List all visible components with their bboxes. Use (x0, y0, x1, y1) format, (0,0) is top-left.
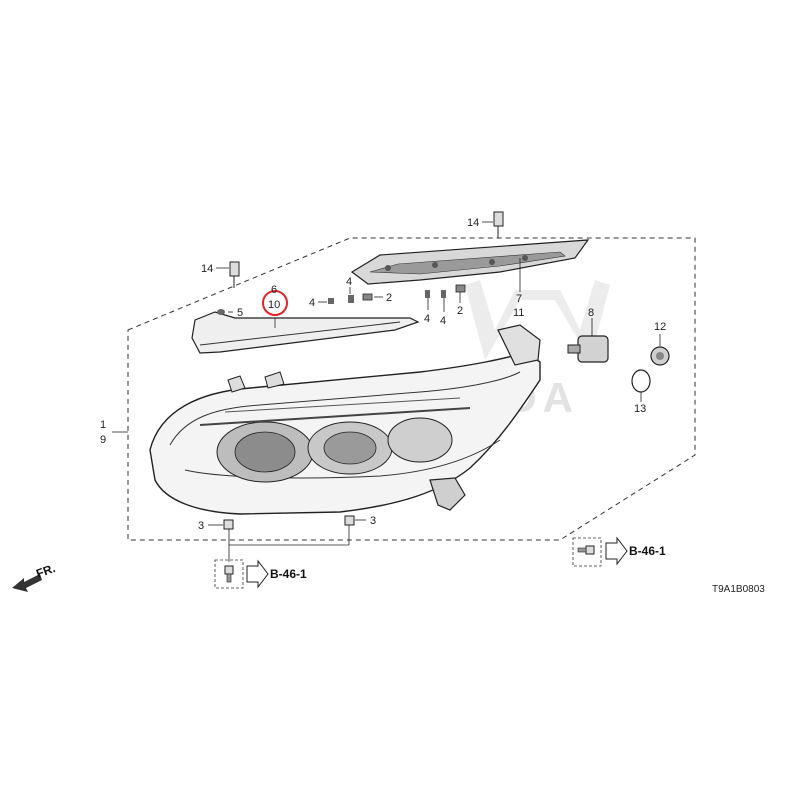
screw-14-left (229, 261, 240, 288)
headlight-assembly (149, 324, 541, 515)
callout-1: 1 (100, 419, 106, 431)
callout-13: 13 (634, 403, 646, 415)
bulb-socket-part (650, 346, 670, 366)
callout-12: 12 (654, 321, 666, 333)
reference-label-right[interactable]: B-46-1 (629, 544, 666, 558)
clip-2-b (455, 284, 466, 293)
callout-2-a: 2 (386, 292, 392, 304)
callout-4-a: 4 (309, 297, 315, 309)
upper-trim-part (350, 239, 590, 285)
leveling-actuator-part (567, 335, 609, 363)
assembly-boundary (127, 237, 696, 541)
callout-7: 7 (516, 293, 522, 305)
callout-2-b: 2 (457, 305, 463, 317)
front-arrow-icon (12, 574, 42, 592)
clip-4-a (328, 298, 334, 304)
callout-14-top: 14 (467, 217, 479, 229)
reference-label-left[interactable]: B-46-1 (270, 567, 307, 581)
callout-8: 8 (588, 307, 594, 319)
screw-14-top (493, 211, 504, 238)
callout-14-left: 14 (201, 263, 213, 275)
nut-3-left (223, 519, 234, 530)
clip-4-d (441, 290, 446, 298)
reference-bolt-right (572, 536, 628, 567)
side-trim-strip (191, 311, 420, 354)
callout-4-c: 4 (424, 313, 430, 325)
clip-2-a (362, 293, 373, 301)
clip-5 (217, 309, 225, 315)
callout-11: 11 (513, 307, 524, 319)
clip-4-c (425, 290, 430, 298)
clip-4-b (348, 295, 354, 303)
callout-6: 6 (271, 284, 277, 296)
callout-10: 10 (268, 299, 280, 311)
callout-3-a: 3 (198, 520, 204, 532)
front-arrow-label: FR. (34, 561, 57, 581)
dust-cap-part (631, 369, 651, 393)
diagram-code: T9A1B0803 (712, 584, 765, 595)
callout-4-b: 4 (346, 276, 352, 288)
callout-4-d: 4 (440, 315, 446, 327)
callout-3-b: 3 (370, 515, 376, 527)
highlight-circle (262, 290, 288, 316)
nut-3-right (344, 515, 355, 526)
leader-lines (112, 221, 661, 562)
callout-5: 5 (237, 307, 243, 319)
callout-9: 9 (100, 434, 106, 446)
reference-bolt-left (214, 559, 269, 589)
